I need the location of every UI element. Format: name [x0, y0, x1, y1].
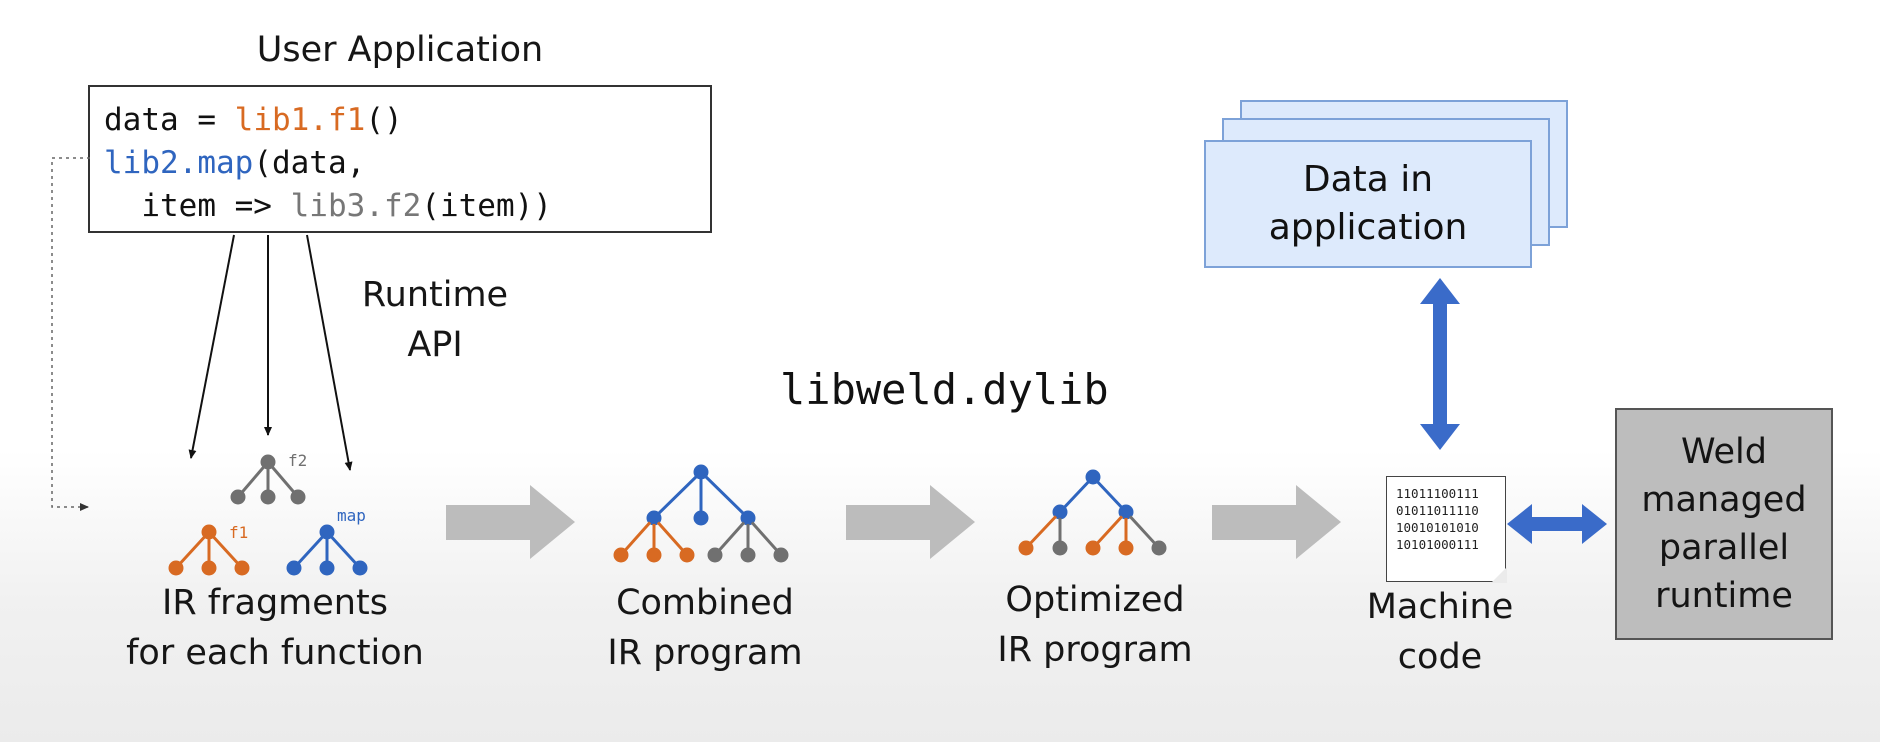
- dotted-feedback-arrow: [51, 157, 90, 511]
- tree-map: [286, 524, 368, 576]
- data-machine-double-arrow: [1420, 278, 1460, 450]
- binary-line: 10010101010: [1396, 520, 1479, 535]
- tree-f2: [230, 454, 306, 505]
- code-line-2: lib2.map(data,: [104, 145, 366, 181]
- lib2-map-call: lib2.map: [104, 145, 254, 181]
- code-line-3: item => lib3.f2(item)): [104, 188, 552, 224]
- weld-runtime-box: Weld managed parallel runtime: [1615, 408, 1833, 640]
- big-arrow-2: [846, 485, 975, 559]
- data-card-front: Data in application: [1204, 140, 1532, 268]
- tree-map-label: map: [337, 506, 366, 525]
- api-arrow-map: [306, 234, 353, 471]
- lib3-f2-call: lib3.f2: [290, 188, 422, 224]
- user-application-title: User Application: [256, 30, 544, 70]
- runtime-api-label: Runtime API: [361, 275, 509, 365]
- tree-f1: [168, 524, 250, 576]
- binary-line: 10101000111: [1396, 537, 1479, 552]
- binary-line: 01011011110: [1396, 503, 1479, 518]
- combined-tree: [613, 464, 789, 563]
- code-line-1: data = lib1.f1(): [104, 102, 403, 138]
- combined-ir-label: Combined IR program: [607, 583, 803, 673]
- machine-weld-double-arrow: [1507, 504, 1607, 544]
- optimized-ir-label: Optimized IR program: [997, 580, 1193, 670]
- api-arrow-f1: [188, 234, 235, 459]
- lib1-f1-call: lib1.f1: [234, 102, 366, 138]
- libweld-label: libweld.dylib: [780, 365, 1109, 414]
- big-arrow-1: [446, 485, 575, 559]
- ir-fragments-label: IR fragments for each function: [126, 583, 424, 673]
- big-arrow-3: [1212, 485, 1341, 559]
- document-fold: [1491, 567, 1507, 583]
- tree-f1-label: f1: [229, 523, 248, 542]
- machine-code-document: 11011100111 01011011110 10010101010 1010…: [1386, 476, 1507, 583]
- code-box: data = lib1.f1() lib2.map(data, item => …: [88, 85, 712, 233]
- tree-f2-label: f2: [288, 451, 307, 470]
- machine-code-label: Machine code: [1366, 587, 1514, 677]
- binary-line: 11011100111: [1396, 486, 1479, 501]
- optimized-tree: [1018, 469, 1167, 556]
